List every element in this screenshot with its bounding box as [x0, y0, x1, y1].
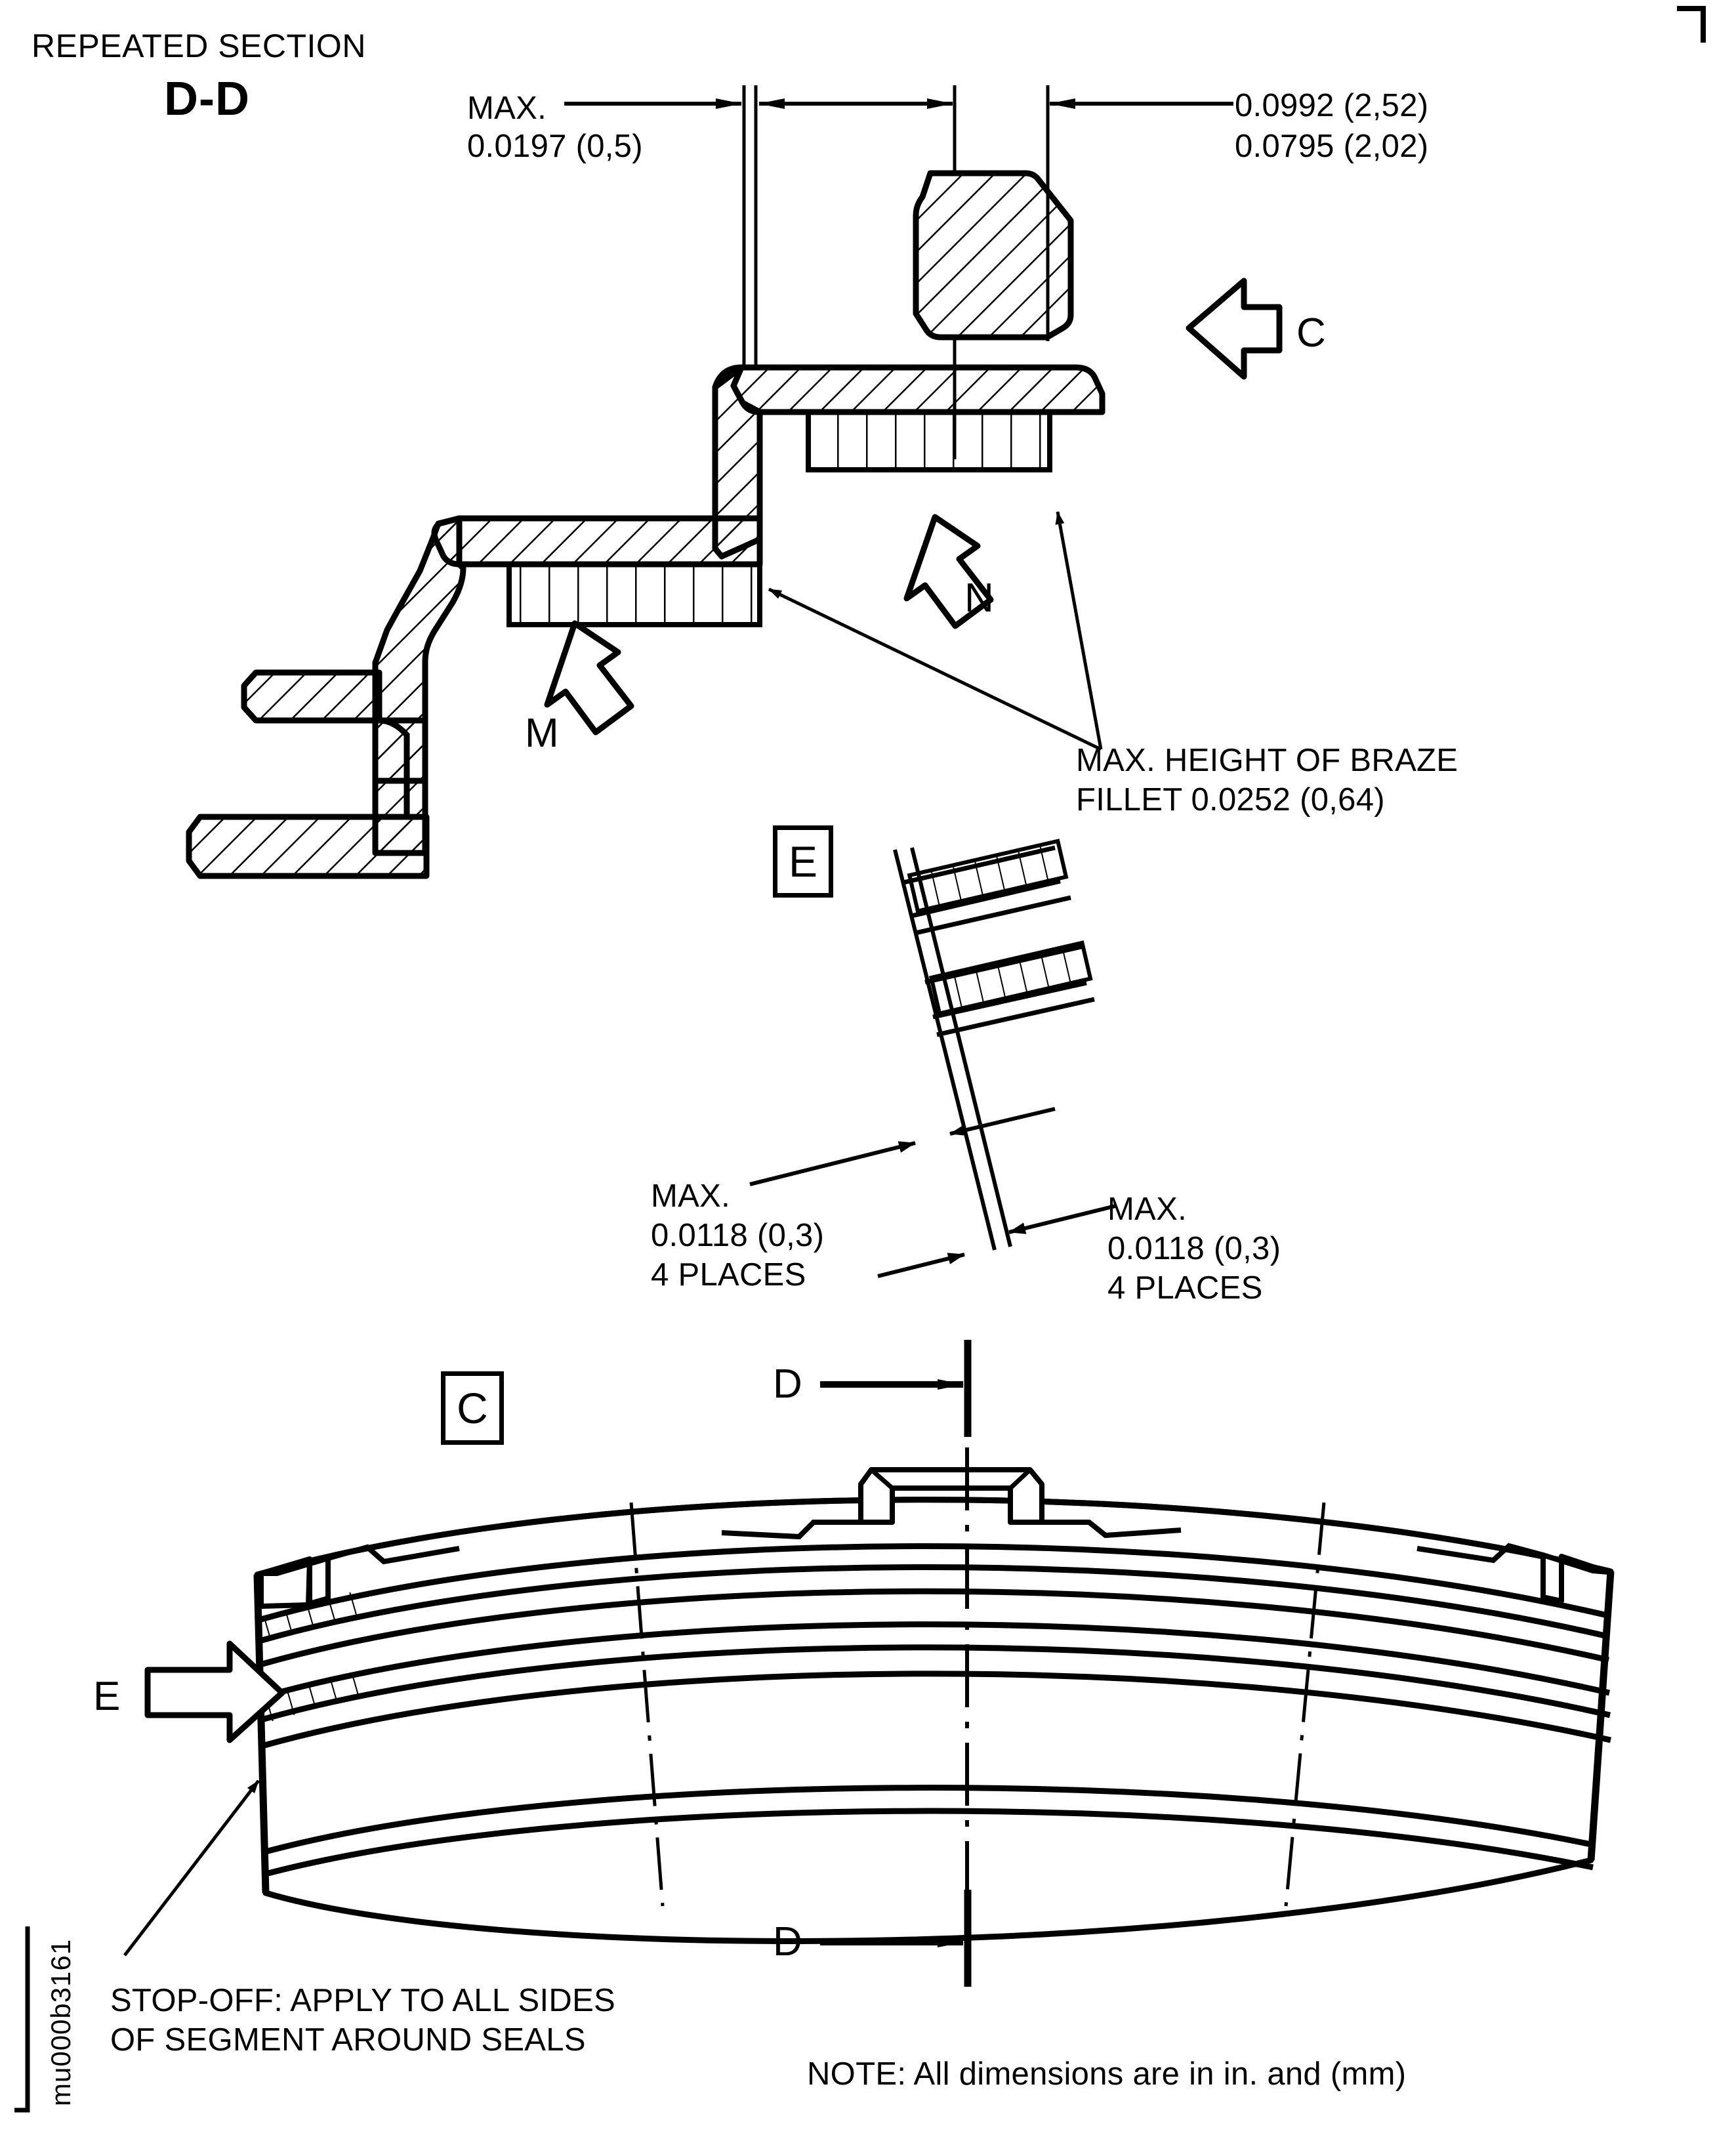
sheet-corner-mark [1677, 6, 1706, 43]
dimension-width-lower: 0.0795 (2,02) [1235, 129, 1429, 164]
detail-e-box-label: E [788, 837, 818, 886]
detail-e-right-line2: 0.0118 (0,3) [1107, 1231, 1281, 1266]
arrow-m-block [544, 620, 634, 736]
braze-band-upper [806, 409, 1052, 472]
section-arrow-d-bottom [820, 1890, 972, 1987]
section-dd-profile [186, 170, 1106, 879]
braze-band-lower [506, 562, 762, 627]
leader-braze-note [768, 511, 1103, 751]
braze-note-line2: FILLET 0.0252 (0,64) [1076, 782, 1385, 818]
section-d-bottom-label: D [773, 1919, 803, 1964]
view-c-box-label: C [457, 1384, 488, 1432]
arrow-m-label: M [525, 711, 559, 756]
arrow-n-label: N [964, 575, 995, 621]
dimension-max-label-left: MAX. [467, 91, 547, 126]
section-title-line2: D-D [164, 73, 250, 125]
detail-e-right-line3: 4 PLACES [1107, 1270, 1263, 1306]
sheet-code-label: mu000b3161 [45, 1938, 76, 2106]
footer-note: NOTE: All dimensions are in in. and (mm) [807, 2056, 1407, 2092]
detail-e-right-line1: MAX. [1107, 1192, 1187, 1227]
arrow-e-lower-label: E [93, 1674, 121, 1719]
detail-e-geometry [749, 839, 1116, 1278]
sheet-id-tick [14, 1926, 30, 2113]
arrow-c-label: C [1296, 310, 1327, 356]
stopoff-note-line1: STOP-OFF: APPLY TO ALL SIDES [110, 1983, 616, 2018]
stopoff-note-line2: OF SEGMENT AROUND SEALS [110, 2022, 586, 2058]
braze-note-line1: MAX. HEIGHT OF BRAZE [1076, 743, 1458, 778]
detail-e-left-line2: 0.0118 (0,3) [651, 1218, 825, 1253]
arrow-c-block [1186, 278, 1283, 380]
arrow-n-block [903, 514, 994, 629]
detail-e-left-line3: 4 PLACES [651, 1257, 806, 1293]
section-arrow-d-top [820, 1340, 972, 1437]
view-c-box: C [441, 1371, 504, 1445]
section-title-line1: REPEATED SECTION [31, 28, 366, 64]
dimension-flange-width [838, 85, 1233, 459]
leader-stopoff [123, 1779, 260, 1957]
detail-e-left-line1: MAX. [651, 1178, 730, 1214]
detail-e-box: E [773, 825, 833, 898]
view-c-segment [253, 1349, 1615, 1944]
dimension-thin-gap-value: 0.0197 (0,5) [467, 129, 643, 164]
section-d-top-label: D [773, 1361, 803, 1407]
arrow-e-block-lower [144, 1640, 285, 1743]
dimension-width-upper: 0.0992 (2,52) [1235, 88, 1429, 123]
